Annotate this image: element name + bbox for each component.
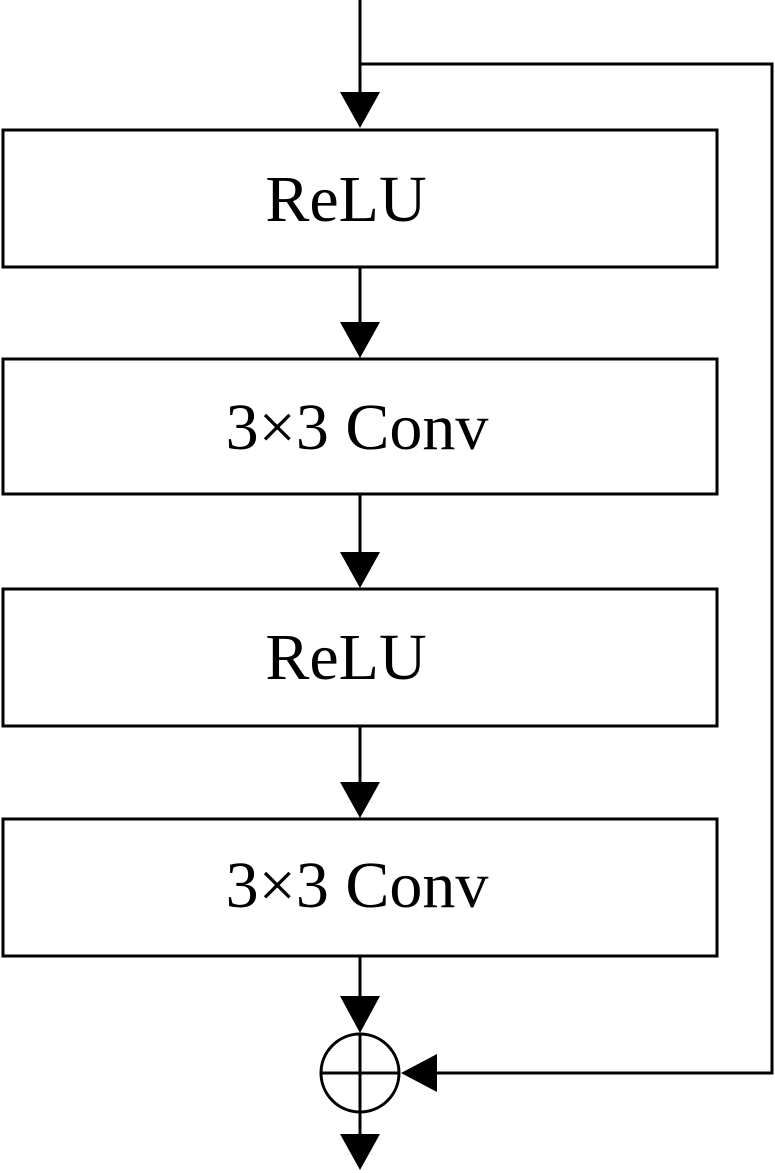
block-conv-2-box (1, 817, 719, 958)
block-conv-1-box (1, 357, 719, 496)
arrow-into-block-3 (340, 552, 380, 588)
block-relu-2-label: ReLU (265, 621, 426, 694)
block-relu-1: ReLU (1, 128, 719, 269)
arrow-into-block-4 (340, 782, 380, 818)
block-conv-2: 3×3 Conv (1, 817, 719, 958)
arrow-into-block-2 (340, 322, 380, 358)
arrow-into-sum (340, 996, 380, 1033)
block-conv-1: 3×3 Conv (1, 357, 719, 496)
block-relu-2: ReLU (1, 587, 719, 728)
arrow-into-block-1 (340, 92, 380, 128)
circle-plus-icon (319, 1032, 401, 1114)
skip-connection-line (360, 62, 774, 1075)
block-conv-1-label: 3×3 Conv (226, 391, 489, 464)
block-relu-1-box (1, 128, 719, 269)
block-relu-2-box (1, 587, 719, 728)
skip-connection-arrowhead (401, 1054, 437, 1092)
block-relu-1-label: ReLU (265, 163, 426, 236)
block-conv-2-label: 3×3 Conv (226, 849, 489, 922)
output-arrowhead (340, 1134, 380, 1170)
